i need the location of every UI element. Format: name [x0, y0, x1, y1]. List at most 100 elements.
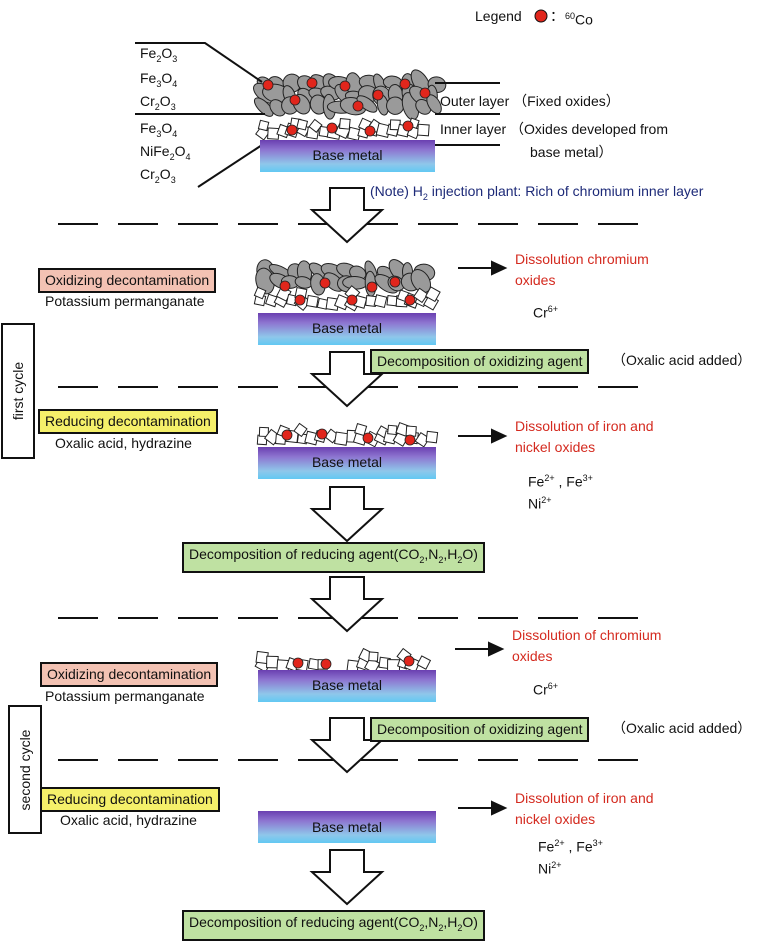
inner-oxide-grain: [425, 430, 439, 444]
co60-particle: [404, 294, 416, 306]
co60-particle: [389, 276, 401, 288]
reducing-agent-1: Oxalic acid, hydrazine: [55, 435, 192, 451]
inner-oxide-grain: [257, 119, 270, 132]
inner-oxide-3: Cr2O3: [140, 166, 176, 185]
oxidizing-decontamination-box-1: Oxidizing decontamination: [38, 268, 217, 293]
inner-oxide-1: Fe3O4: [140, 120, 178, 139]
inner-oxide-grain: [305, 294, 319, 308]
flow-arrow-5: [309, 717, 385, 774]
inner-oxide-grain: [373, 294, 388, 309]
co60-particle: [403, 655, 415, 667]
red-ions-2a: Fe2+ , Fe3+: [538, 838, 603, 855]
co60-particle: [372, 89, 384, 101]
legend-colon: ：: [550, 8, 564, 24]
reducing-decontamination-box-2: Reducing decontamination: [40, 787, 220, 812]
ox-result-2-line1: Dissolution of chromium: [512, 627, 662, 643]
outer-oxide-grain: [356, 95, 378, 113]
co60-particle: [339, 80, 351, 92]
co60-particle: [346, 294, 358, 306]
co60-particle: [352, 100, 364, 112]
inner-layer-label: Inner layer （Oxides developed from: [440, 121, 668, 137]
co60-particle: [292, 657, 304, 669]
inner-oxide-grain: [338, 117, 351, 130]
red-ions-1a: Fe2+ , Fe3+: [528, 473, 593, 490]
legend-co60: 60Co: [565, 11, 593, 28]
co60-particle: [362, 432, 374, 444]
co60-particle: [366, 281, 378, 293]
inner-oxide-grain: [296, 118, 309, 131]
outer-oxide-2: Fe3O4: [140, 70, 178, 89]
oxidizing-agent-2: Potassium permanganate: [45, 688, 205, 704]
inner-oxide-grain: [416, 655, 432, 670]
result-arrows: [455, 260, 508, 816]
ox-ion-2: Cr6+: [533, 681, 559, 698]
base-metal-after-ox-1: Base metal: [258, 313, 436, 345]
reducing-decontamination-box-1: Reducing decontamination: [38, 409, 218, 434]
inner-oxide-grain: [414, 431, 431, 448]
h2-injection-note: (Note) H2 injection plant: Rich of chrom…: [370, 183, 704, 202]
red-result-1-line2: nickel oxides: [515, 439, 596, 455]
stage-separators: [58, 223, 650, 761]
flow-arrow-6: [309, 849, 385, 906]
red-result-1-line1: Dissolution of iron and: [515, 418, 654, 434]
inner-oxide-grain: [413, 287, 429, 304]
co60-particle: [279, 280, 291, 292]
reducing-agent-2: Oxalic acid, hydrazine: [60, 812, 197, 828]
inner-oxide-grain: [293, 422, 308, 438]
co60-particle: [364, 125, 376, 137]
red-result-2-line2: nickel oxides: [515, 811, 596, 827]
oxidizing-agent-1: Potassium permanganate: [45, 293, 205, 309]
co60-particle: [294, 294, 306, 306]
co60-particle: [399, 78, 411, 90]
legend-label: Legend: [475, 8, 522, 24]
flow-arrow-1: [309, 187, 385, 244]
outer-oxide-grain: [253, 97, 274, 117]
outer-oxide-grain: [410, 269, 432, 294]
outer-oxide-1: Fe2O3: [140, 45, 178, 64]
co60-particle: [326, 122, 338, 134]
co60-particle: [404, 434, 416, 446]
red-result-2-line1: Dissolution of iron and: [515, 790, 654, 806]
base-metal-after-red-1: Base metal: [258, 447, 436, 479]
co60-particle: [289, 94, 301, 106]
inner-oxide-grain: [424, 286, 441, 303]
oxalic-acid-note-1: （Oxalic acid added）: [612, 352, 752, 368]
inner-layer-label-2: base metal）: [530, 144, 613, 160]
inner-oxide-grain: [368, 651, 379, 662]
inner-oxide-grain: [258, 426, 269, 438]
co60-particle: [281, 429, 293, 441]
co60-particle: [320, 658, 332, 670]
flow-arrow-3: [309, 486, 385, 543]
second-cycle-label: second cycle: [8, 705, 42, 834]
outer-oxide-3: Cr2O3: [140, 93, 176, 112]
oxidizing-decontamination-box-2: Oxidizing decontamination: [40, 662, 219, 687]
reducing-agent-decomposition-box-2: Decomposition of reducing agent(CO2,N2,H…: [182, 910, 485, 941]
inner-oxide-grain: [405, 425, 417, 437]
reducing-agent-decomposition-box-1: Decomposition of reducing agent(CO2,N2,H…: [182, 542, 485, 573]
first-cycle-label: first cycle: [1, 323, 35, 459]
co60-particle: [402, 120, 414, 132]
co60-particle: [306, 77, 318, 89]
ox-ion-1: Cr6+: [533, 304, 559, 321]
inner-oxide-2: NiFe2O4: [140, 143, 191, 162]
inner-oxide-grain: [334, 431, 349, 446]
flow-arrow-2: [309, 351, 385, 408]
co60-particle: [419, 87, 431, 99]
base-metal-initial: Base metal: [260, 140, 435, 172]
ox-result-2-line2: oxides: [512, 648, 553, 664]
flow-arrow-4: [309, 576, 385, 633]
ox-result-1-line1: Dissolution chromium: [515, 251, 649, 267]
ox-result-1-line2: oxides: [515, 272, 556, 288]
flow-arrows: [309, 187, 385, 906]
red-ions-1b: Ni2+: [528, 495, 552, 512]
inner-oxide-grain: [266, 655, 279, 669]
co60-legend-dot: [534, 9, 548, 23]
red-ions-2b: Ni2+: [538, 860, 562, 877]
co60-particle: [319, 277, 331, 289]
outer-layer-label: Outer layer （Fixed oxides）: [440, 93, 620, 109]
inner-oxide-grain: [354, 423, 368, 437]
base-metal-after-ox-2: Base metal: [258, 670, 436, 702]
oxide-bracket-lines: [135, 42, 500, 188]
oxidizing-agent-decomposition-box-2: Decomposition of oxidizing agent: [370, 717, 590, 742]
co60-particle: [262, 79, 274, 91]
